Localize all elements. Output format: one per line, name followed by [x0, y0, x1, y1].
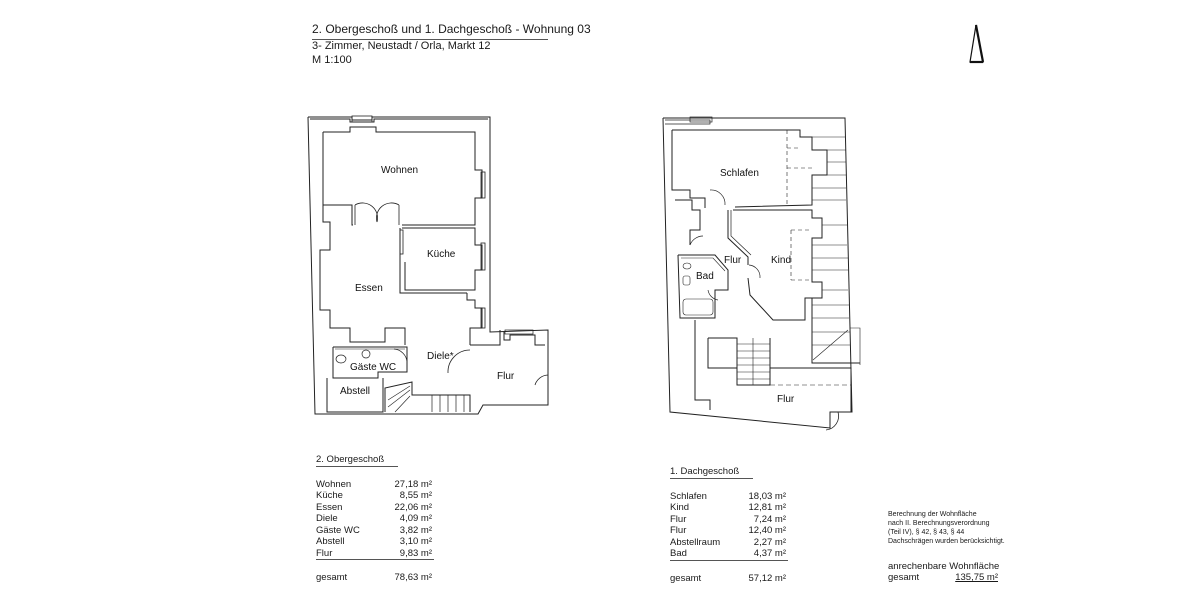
- room-label-abstell: Abstell: [340, 386, 370, 397]
- north-arrow-icon: [969, 24, 985, 64]
- room-label-flur-dg-upper: Flur: [724, 255, 742, 266]
- room-label-gaeste-wc: Gäste WC: [350, 362, 396, 373]
- table-title: 2. Obergeschoß: [316, 454, 399, 467]
- plan-dachgeschoss: [662, 116, 861, 431]
- calculation-note: Berechnung der Wohnfläche nach II. Berec…: [888, 511, 1005, 545]
- room-label-diele: Diele*: [427, 351, 454, 362]
- room-label-kind: Kind: [771, 255, 791, 266]
- living-area-label: anrechenbare Wohnfläche: [888, 561, 1000, 572]
- room-label-flur-og: Flur: [497, 371, 515, 382]
- room-label-wohnen: Wohnen: [381, 165, 418, 176]
- document-title: 2. Obergeschoß und 1. Dachgeschoß - Wohn…: [312, 22, 591, 40]
- living-area-value: 135,75 m²: [955, 572, 998, 583]
- plan-obergeschoss: [307, 115, 549, 415]
- scale-label: M 1:100: [312, 54, 352, 66]
- table-title: 1. Dachgeschoß: [670, 466, 754, 479]
- room-label-essen: Essen: [355, 283, 383, 294]
- room-label-bad: Bad: [696, 271, 714, 282]
- document-subtitle: 3- Zimmer, Neustadt / Orla, Markt 12: [312, 40, 491, 52]
- room-label-flur-dg-lower: Flur: [777, 394, 795, 405]
- room-label-schlafen: Schlafen: [720, 168, 759, 179]
- room-label-kueche: Küche: [427, 249, 456, 260]
